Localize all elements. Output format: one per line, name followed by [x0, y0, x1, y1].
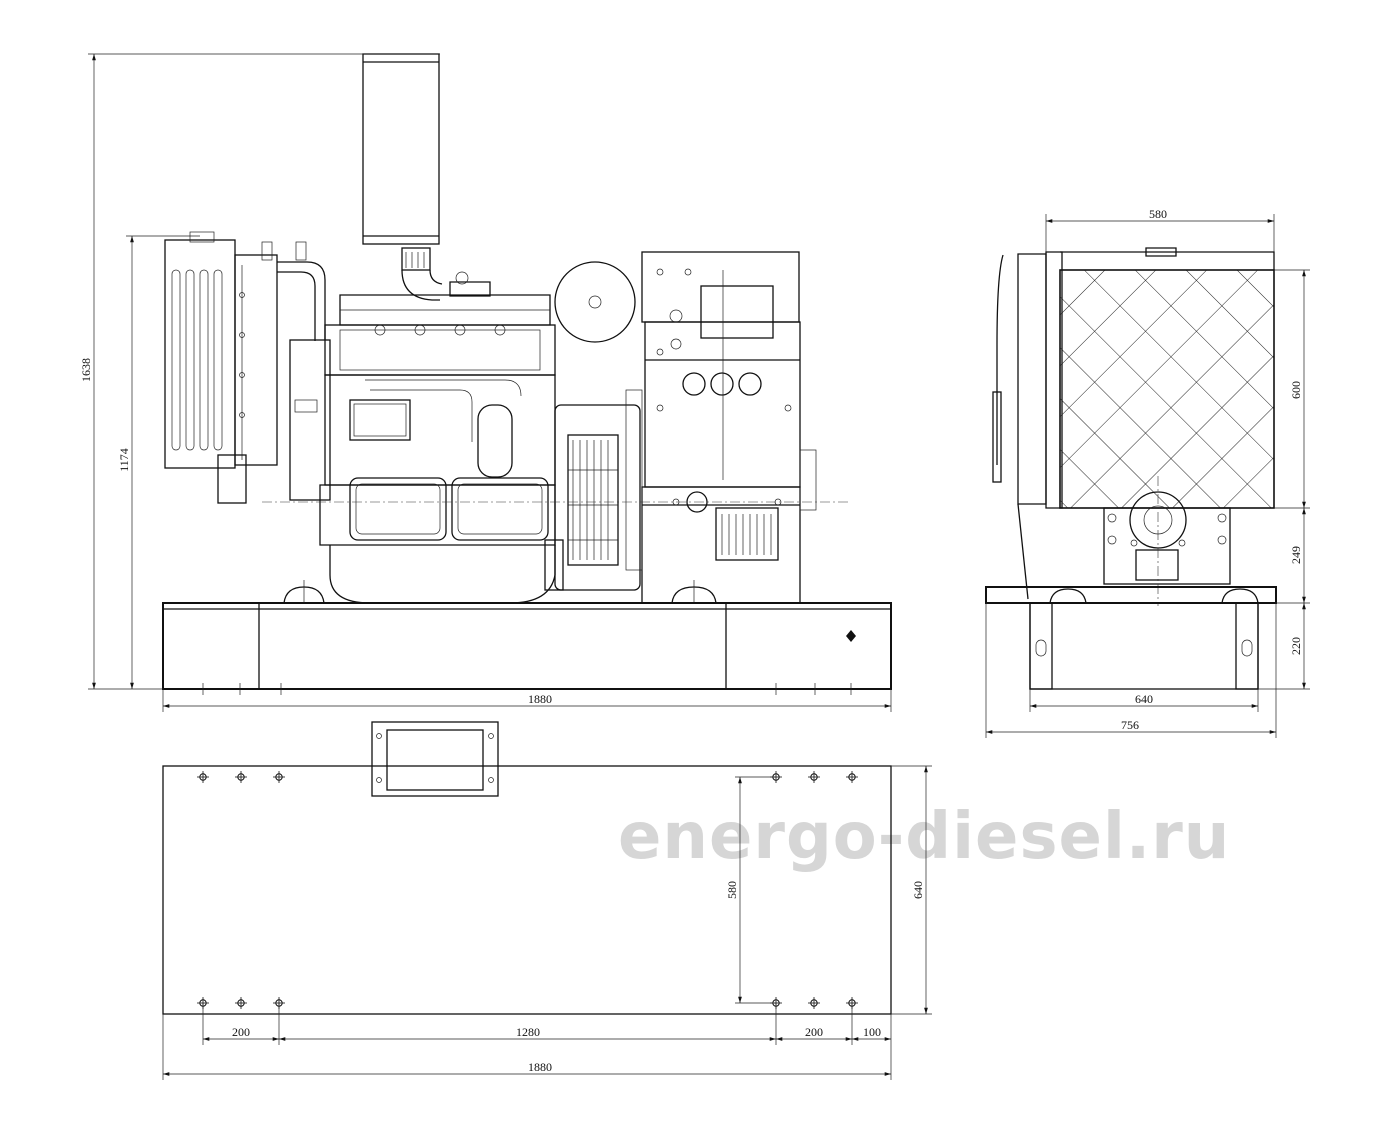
dim-label-100: 100	[863, 1025, 881, 1039]
dim-label-1280: 1280	[516, 1025, 540, 1039]
alternator-end	[1103, 476, 1231, 606]
dim-label-640-side: 640	[1135, 692, 1153, 706]
dim-label-200-left: 200	[232, 1025, 250, 1039]
dim-label-580-plan: 580	[725, 881, 739, 899]
dim-base-outer-width: 756	[985, 603, 1277, 738]
dim-front-length: 1880	[162, 689, 892, 712]
dim-plan-width: 640	[891, 765, 932, 1015]
dim-label-580-side: 580	[1149, 207, 1167, 221]
dim-enclosure-height: 600	[1274, 269, 1310, 509]
radiator	[164, 231, 326, 504]
dim-label-600: 600	[1289, 381, 1303, 399]
dim-plan-length: 1880	[163, 1060, 891, 1076]
dim-label-1174: 1174	[117, 448, 131, 472]
dim-base-height: 220	[1258, 603, 1310, 690]
dim-label-1638: 1638	[79, 358, 93, 382]
dim-label-640-plan: 640	[911, 881, 925, 899]
dim-enclosure-width: 580	[1045, 207, 1275, 252]
control-panel	[641, 251, 801, 488]
alternator	[625, 389, 817, 604]
watermark-text: energo-diesel.ru	[618, 800, 1230, 874]
vibration-mounts	[283, 580, 717, 604]
dim-label-249: 249	[1289, 546, 1303, 564]
side-base-frame	[985, 586, 1277, 690]
base-frame	[162, 602, 892, 695]
dim-frame-height: 1174	[117, 235, 200, 689]
front-view: 1638 1174 1880	[79, 53, 892, 712]
exhaust-silencer	[362, 53, 443, 301]
dim-base-inner-width: 640	[1029, 689, 1259, 712]
flywheel-housing	[554, 404, 641, 591]
side-view: 580 600 249 220 640	[985, 207, 1310, 738]
dim-label-1880-front: 1880	[528, 692, 552, 706]
dim-hole-pitches: 200 1280 200 100	[162, 1003, 892, 1080]
dim-label-220: 220	[1289, 637, 1303, 655]
radiator-core-hatched	[1059, 269, 1275, 509]
dim-label-1880-plan: 1880	[528, 1060, 552, 1074]
dim-label-756: 756	[1121, 718, 1139, 732]
dim-hole-row-spacing: 580	[725, 776, 776, 1004]
dim-label-200-right: 200	[805, 1025, 823, 1039]
plan-view: 580 640 200 1280 200 100	[162, 721, 932, 1080]
dim-total-height: 1638	[79, 53, 440, 690]
engine-block	[289, 261, 636, 604]
dim-alternator-height: 249	[1276, 507, 1310, 604]
